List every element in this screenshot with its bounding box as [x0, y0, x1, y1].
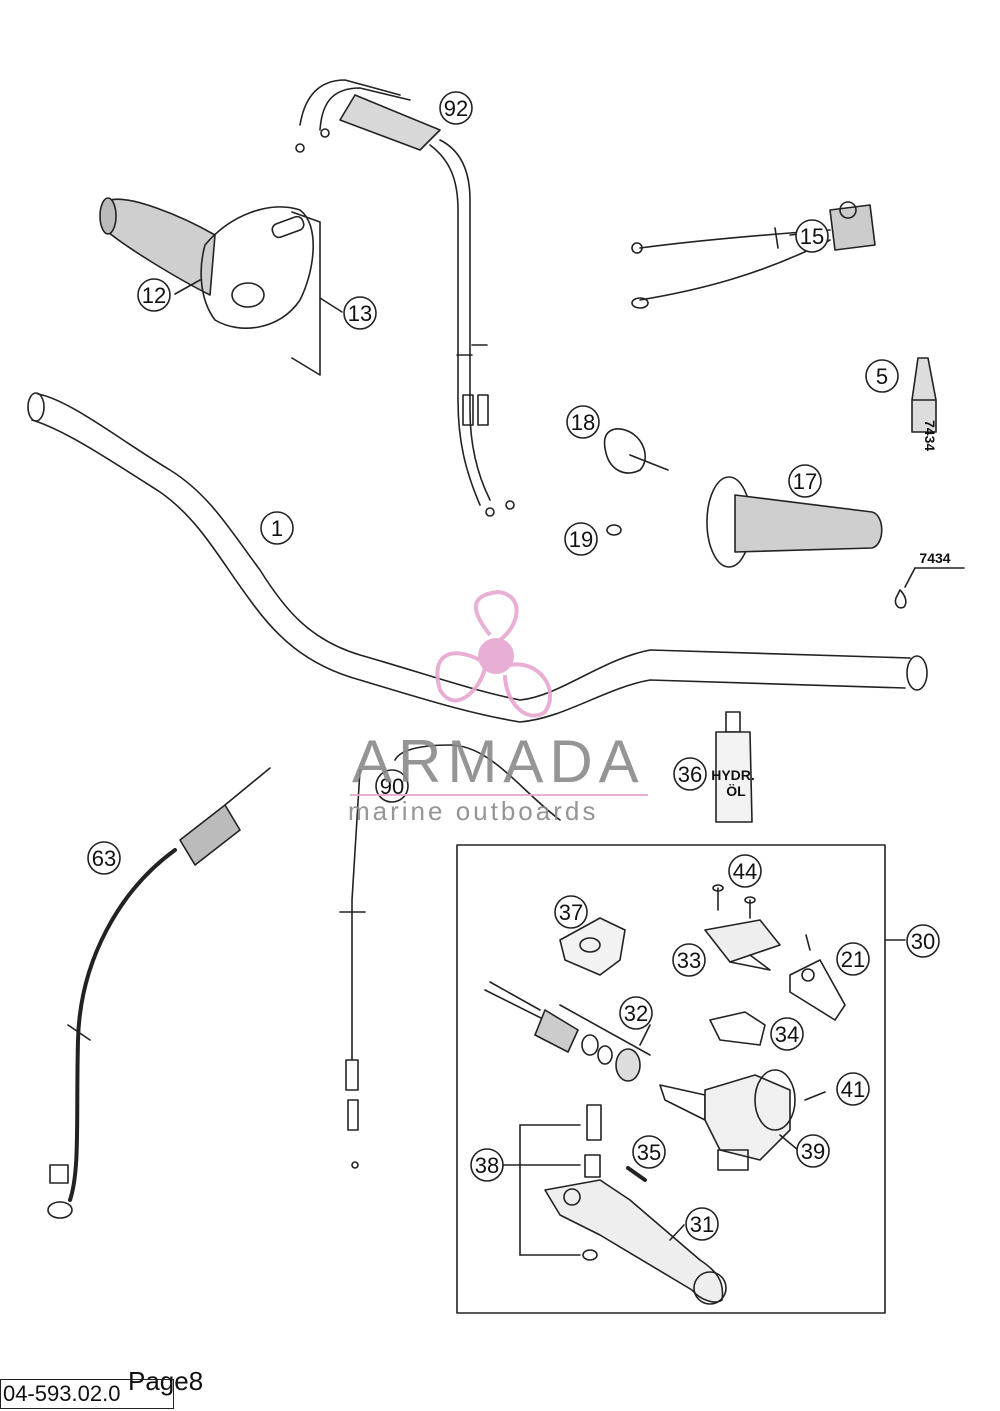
callout-15	[795, 219, 829, 253]
handlebar-part	[27, 392, 928, 723]
cable-tie	[603, 428, 669, 474]
callout-label-32: 32	[624, 1001, 648, 1026]
master-cylinder-39	[659, 1069, 796, 1171]
drawing-code: 04-593.02.0	[0, 1379, 174, 1409]
watermark-subtitle: marine outboards	[348, 796, 598, 826]
callout-label-44: 44	[733, 859, 757, 884]
callout-label-31: 31	[690, 1212, 714, 1237]
throttle-cables	[295, 79, 515, 517]
callout-21	[836, 942, 870, 976]
hydraulic-line	[47, 767, 271, 1219]
callouts	[87, 91, 940, 1241]
brake-lever-31	[544, 1179, 727, 1305]
lever-bracket-21	[789, 934, 846, 1021]
screw-41	[804, 1091, 826, 1101]
callout-label-5: 5	[876, 364, 888, 389]
callout-label-19: 19	[569, 527, 593, 552]
callout-label-33: 33	[677, 948, 701, 973]
callout-label-63: 63	[92, 846, 116, 871]
callout-label-12: 12	[142, 283, 166, 308]
callout-33	[672, 943, 706, 977]
propeller-logo-icon	[435, 589, 552, 718]
bolt-set-38	[502, 1104, 602, 1261]
callout-5	[865, 359, 899, 393]
callout-18	[566, 405, 600, 439]
page-number: Page8	[128, 1366, 204, 1396]
callout-label-30: 30	[911, 929, 935, 954]
callout-31	[685, 1207, 719, 1241]
brake-pump-group-box	[456, 844, 886, 1314]
callout-63	[87, 841, 121, 875]
callout-92	[439, 91, 473, 125]
adhesive-code-label: 7434	[919, 550, 950, 566]
callout-label-38: 38	[475, 1153, 499, 1178]
callout-12	[137, 278, 171, 312]
kill-switch	[631, 201, 876, 309]
callout-32	[619, 996, 653, 1030]
armada-watermark: ARMADA marine outboards	[348, 589, 648, 826]
callout-label-35: 35	[637, 1140, 661, 1165]
callout-label-37: 37	[559, 900, 583, 925]
callout-19	[564, 522, 598, 556]
oil-bottle-label-line2: ÖL	[726, 783, 746, 799]
callout-label-39: 39	[801, 1139, 825, 1164]
callout-44	[728, 854, 762, 888]
hydraulic-oil-bottle	[715, 711, 753, 823]
nut-19	[606, 524, 622, 536]
callout-label-21: 21	[841, 947, 865, 972]
watermark-title: ARMADA	[352, 728, 645, 795]
callout-label-15: 15	[800, 224, 824, 249]
callout-label-41: 41	[841, 1077, 865, 1102]
callout-38	[470, 1148, 504, 1182]
callout-34	[770, 1017, 804, 1051]
spring-35	[626, 1166, 647, 1182]
callout-1	[260, 511, 294, 545]
callout-30	[906, 924, 940, 958]
callout-13	[343, 296, 377, 330]
oil-bottle-label-line1: HYDR.	[711, 767, 755, 783]
callout-label-92: 92	[444, 96, 468, 121]
callout-label-18: 18	[571, 410, 595, 435]
grip-adapter-tube	[911, 357, 937, 433]
reservoir-cap-33	[704, 919, 781, 971]
callout-37	[554, 895, 588, 929]
callout-label-17: 17	[793, 469, 817, 494]
callout-label-36: 36	[678, 762, 702, 787]
clamp-37	[559, 917, 626, 976]
threadlock-drop	[894, 567, 965, 609]
callout-36	[673, 757, 707, 791]
screws-44	[712, 884, 756, 919]
callout-label-13: 13	[348, 301, 372, 326]
membrane-34	[709, 1011, 766, 1046]
callout-39	[796, 1134, 830, 1168]
callout-35	[632, 1135, 666, 1169]
adapter-code-label: 7434	[922, 420, 938, 451]
throttle-grip-assembly	[99, 197, 343, 376]
piston-32	[484, 981, 651, 1082]
callout-label-34: 34	[775, 1022, 799, 1047]
left-grip	[706, 476, 883, 568]
callout-label-1: 1	[271, 516, 283, 541]
callout-17	[788, 464, 822, 498]
clutch-cable	[339, 744, 561, 1169]
callout-41	[836, 1072, 870, 1106]
